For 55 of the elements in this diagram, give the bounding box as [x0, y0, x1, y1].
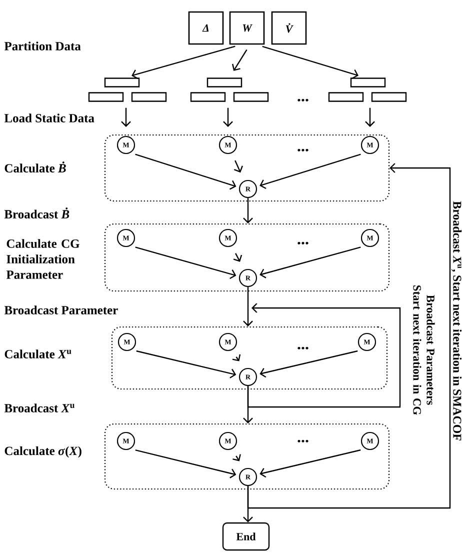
arrow [223, 108, 233, 127]
arrow [260, 350, 358, 378]
data-block [350, 78, 386, 88]
ellipsis: ... [298, 346, 308, 350]
dotted-group-box [111, 326, 388, 390]
end-box: End [222, 522, 270, 551]
edge-label: Broadcast X$^{u}$, Start next iteration in SMACOF [451, 201, 462, 441]
arrow [365, 108, 375, 127]
data-block [206, 78, 242, 88]
data-block [104, 78, 140, 88]
arrow [135, 154, 236, 190]
arrow [260, 246, 361, 278]
arrow [132, 46, 236, 80]
data-block [328, 92, 364, 102]
step-label: Partition Data [4, 42, 81, 50]
data-block [371, 92, 407, 102]
loop-arrow [247, 163, 451, 509]
arrow [234, 160, 243, 173]
step-label: Load Static Data [4, 114, 94, 122]
arrow [260, 449, 361, 478]
ellipsis: ... [298, 242, 308, 244]
data-block [190, 92, 226, 102]
step-label: Broadcast X$^{u}$ [4, 404, 74, 412]
symbol-box: Δ [188, 11, 224, 45]
ellipsis: ... [298, 148, 308, 152]
dotted-group-box [104, 134, 390, 202]
arrow [135, 449, 236, 478]
step-label: Calculate σ(X) [4, 446, 82, 458]
arrow [243, 198, 253, 224]
data-block [233, 92, 269, 102]
dotted-group-box [104, 423, 390, 490]
arrow [232, 354, 241, 362]
arrow [136, 350, 236, 378]
symbol-box: V̇ [271, 11, 307, 45]
arrow [260, 154, 361, 190]
symbol-box: W [229, 11, 265, 45]
step-label: Broadcast Parameter [4, 306, 118, 314]
arrow [232, 454, 241, 462]
step-label: Calculate X$^{u}$ [4, 350, 72, 358]
arrow [135, 246, 236, 280]
data-block [88, 92, 124, 102]
arrow [121, 108, 131, 127]
loop-arrow [247, 303, 401, 408]
step-label: Broadcast Ḃ [4, 208, 70, 218]
step-label: Calculate Ḃ [4, 162, 66, 172]
edge-label: Broadcast Parameters Start next iteration in CG [413, 284, 435, 416]
arrow [262, 46, 358, 79]
step-label: Calculate CG Initialization Parameter [6, 239, 80, 279]
data-block [131, 92, 167, 102]
ellipsis: ... [298, 440, 308, 442]
ellipsis: ... [298, 98, 308, 102]
arrow [233, 253, 242, 262]
dotted-group-box [104, 223, 390, 292]
arrow [232, 49, 248, 71]
arrow [243, 287, 253, 326]
